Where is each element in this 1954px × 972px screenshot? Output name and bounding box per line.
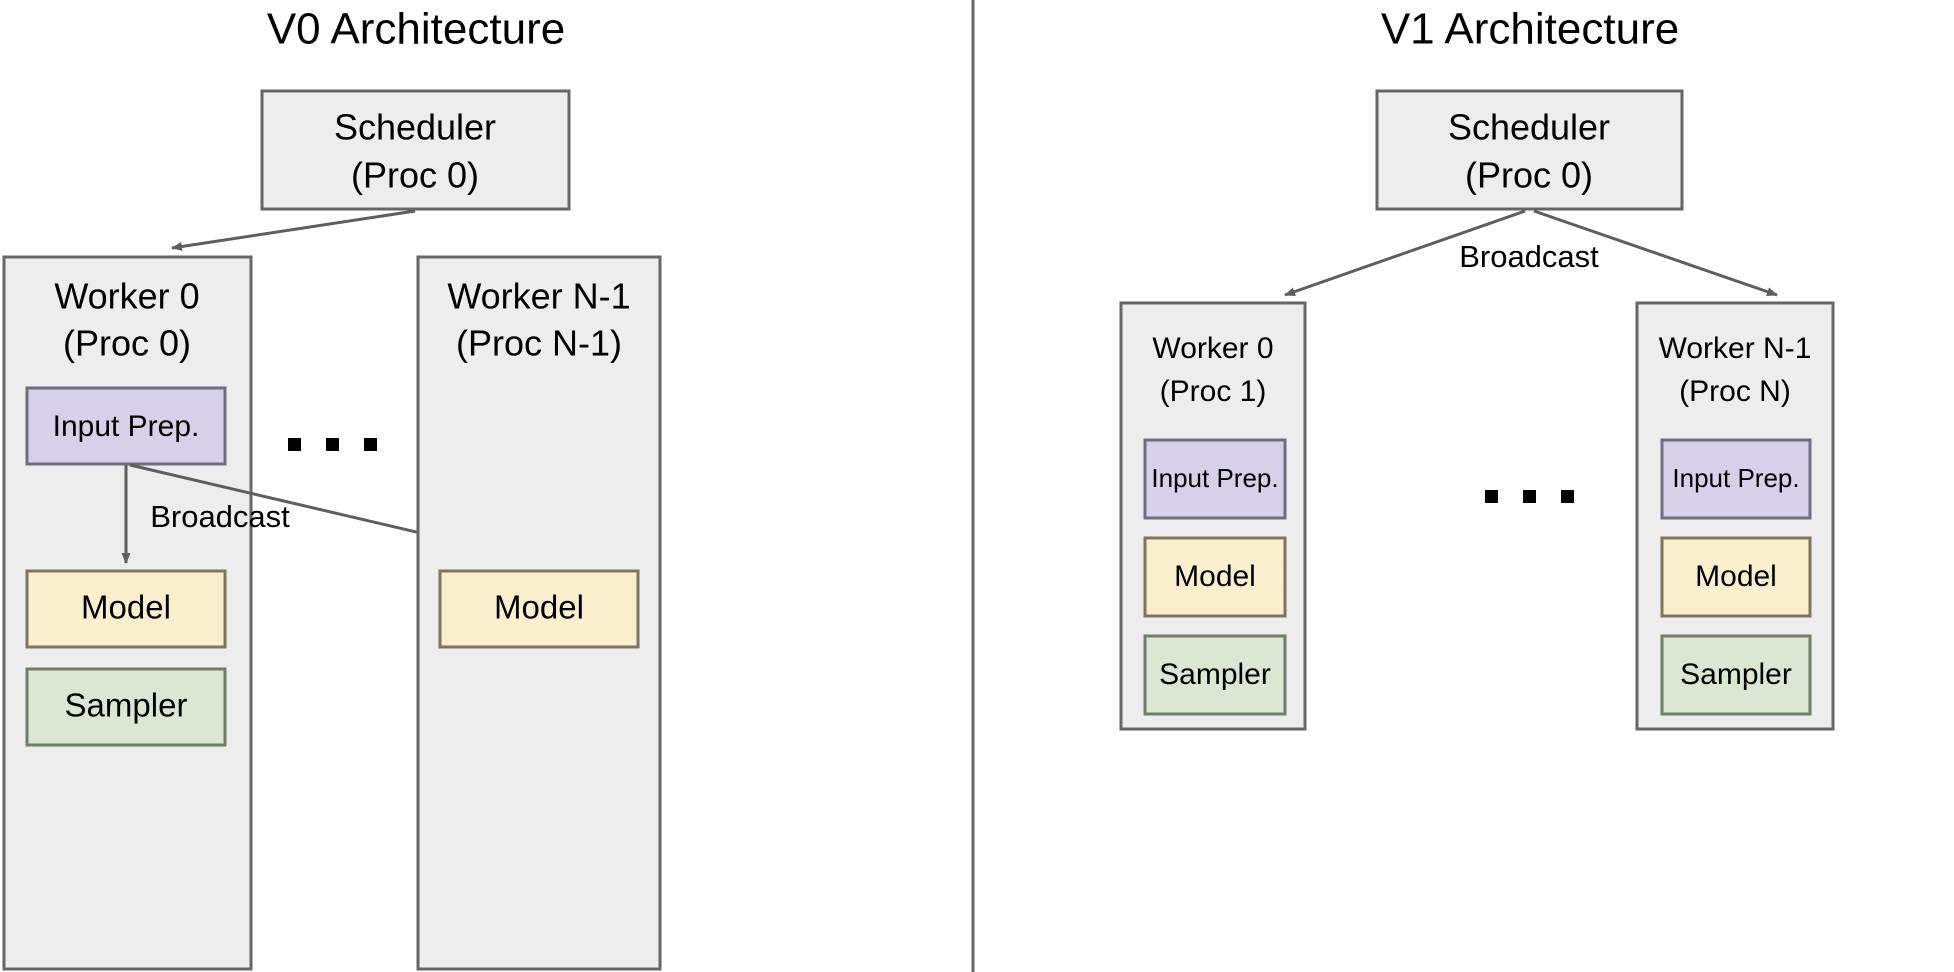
v1-scheduler-label-line2: (Proc 0) xyxy=(1465,155,1593,196)
v0-worker-n-1-label-line1: Worker N-1 xyxy=(447,276,630,317)
v0-broadcast-label: Broadcast xyxy=(150,499,290,534)
v0-worker-0-label-line2: (Proc 0) xyxy=(63,323,191,364)
v1-worker-0-sampler-label: Sampler xyxy=(1159,658,1271,691)
v1-worker-0-sampler-rect xyxy=(1143,634,1287,716)
v0-scheduler-label-line2: (Proc 0) xyxy=(351,155,479,196)
v0-scheduler-rect xyxy=(260,89,571,211)
v1-scheduler-rect xyxy=(1375,89,1684,211)
v1-worker-n-1-model-rect xyxy=(1660,536,1812,618)
v1-worker-0-box[interactable]: Worker 0 (Proc 1) Input Prep. Model Samp… xyxy=(1119,301,1307,731)
v1-worker-n-1-input-prep-label: Input Prep. xyxy=(1672,463,1799,493)
v0-worker-n-1-model-label: Model xyxy=(494,589,584,626)
v1-worker-0-model-rect xyxy=(1143,536,1287,618)
v0-ellipsis xyxy=(288,438,377,451)
v1-worker-n-1-sampler-label: Sampler xyxy=(1680,658,1792,691)
v1-worker-n-1-box[interactable]: Worker N-1 (Proc N) Input Prep. Model Sa… xyxy=(1635,301,1835,731)
v1-worker-n-1-sampler[interactable]: Sampler xyxy=(1660,634,1812,716)
panel-v1: V1 Architecture Scheduler (Proc 0) Broad… xyxy=(1119,5,1835,731)
v1-worker-n-1-sampler-rect xyxy=(1660,634,1812,716)
v0-worker-n-1-box[interactable]: Worker N-1 (Proc N-1) Model xyxy=(416,255,662,971)
v1-worker-0-model[interactable]: Model xyxy=(1143,536,1287,618)
v1-scheduler-box[interactable]: Scheduler (Proc 0) xyxy=(1375,89,1684,211)
v1-ellipsis xyxy=(1485,490,1574,503)
v0-worker-0-input-prep-rect xyxy=(25,386,227,466)
v1-worker-0-sampler[interactable]: Sampler xyxy=(1143,634,1287,716)
v1-worker-n-1-model[interactable]: Model xyxy=(1660,536,1812,618)
v1-worker-0-input-prep[interactable]: Input Prep. xyxy=(1143,438,1287,520)
panel-v0: V0 Architecture Scheduler (Proc 0) Worke… xyxy=(2,5,662,971)
v1-edge-scheduler-to-workern xyxy=(1533,209,1778,297)
v0-scheduler-label-line1: Scheduler xyxy=(334,107,496,148)
v1-broadcast-label: Broadcast xyxy=(1459,239,1599,274)
v1-edge-scheduler-to-worker0 xyxy=(1284,209,1526,297)
v0-worker-0-input-prep[interactable]: Input Prep. xyxy=(25,386,227,466)
v1-worker-n-1-label-line1: Worker N-1 xyxy=(1659,332,1812,365)
v1-worker-n-1-input-prep-rect xyxy=(1660,438,1812,520)
v0-worker-n-1-model-rect xyxy=(438,569,640,649)
v1-worker-0-input-prep-label: Input Prep. xyxy=(1151,463,1278,493)
v0-worker-n-1-model[interactable]: Model xyxy=(438,569,640,649)
v0-worker-0-box[interactable]: Worker 0 (Proc 0) Input Prep. Model Samp… xyxy=(2,255,253,971)
v1-worker-0-label-line1: Worker 0 xyxy=(1152,332,1273,365)
v0-worker-0-input-prep-label: Input Prep. xyxy=(53,410,200,443)
v1-worker-0-input-prep-rect xyxy=(1143,438,1287,520)
v0-worker-n-1-label-line2: (Proc N-1) xyxy=(456,323,622,364)
v0-worker-0-sampler[interactable]: Sampler xyxy=(25,667,227,747)
v0-worker-0-sampler-label: Sampler xyxy=(65,687,188,724)
v0-worker-0-sampler-rect xyxy=(25,667,227,747)
panel-title-v1: V1 Architecture xyxy=(1381,5,1679,54)
v1-worker-0-model-label: Model xyxy=(1174,560,1256,593)
v1-scheduler-label-line1: Scheduler xyxy=(1448,107,1610,148)
v0-edge-scheduler-to-worker0 xyxy=(171,209,416,251)
v0-worker-0-model-rect xyxy=(25,569,227,649)
v1-worker-n-1-label-line2: (Proc N) xyxy=(1679,375,1791,408)
panel-title-v0: V0 Architecture xyxy=(267,5,565,54)
v0-scheduler-box[interactable]: Scheduler (Proc 0) xyxy=(260,89,571,211)
v0-worker-0-model[interactable]: Model xyxy=(25,569,227,649)
v1-worker-n-1-model-label: Model xyxy=(1695,560,1777,593)
v0-worker-0-label-line1: Worker 0 xyxy=(54,276,199,317)
v1-worker-n-1-input-prep[interactable]: Input Prep. xyxy=(1660,438,1812,520)
v1-worker-0-label-line2: (Proc 1) xyxy=(1160,375,1267,408)
v0-worker-0-model-label: Model xyxy=(81,589,171,626)
